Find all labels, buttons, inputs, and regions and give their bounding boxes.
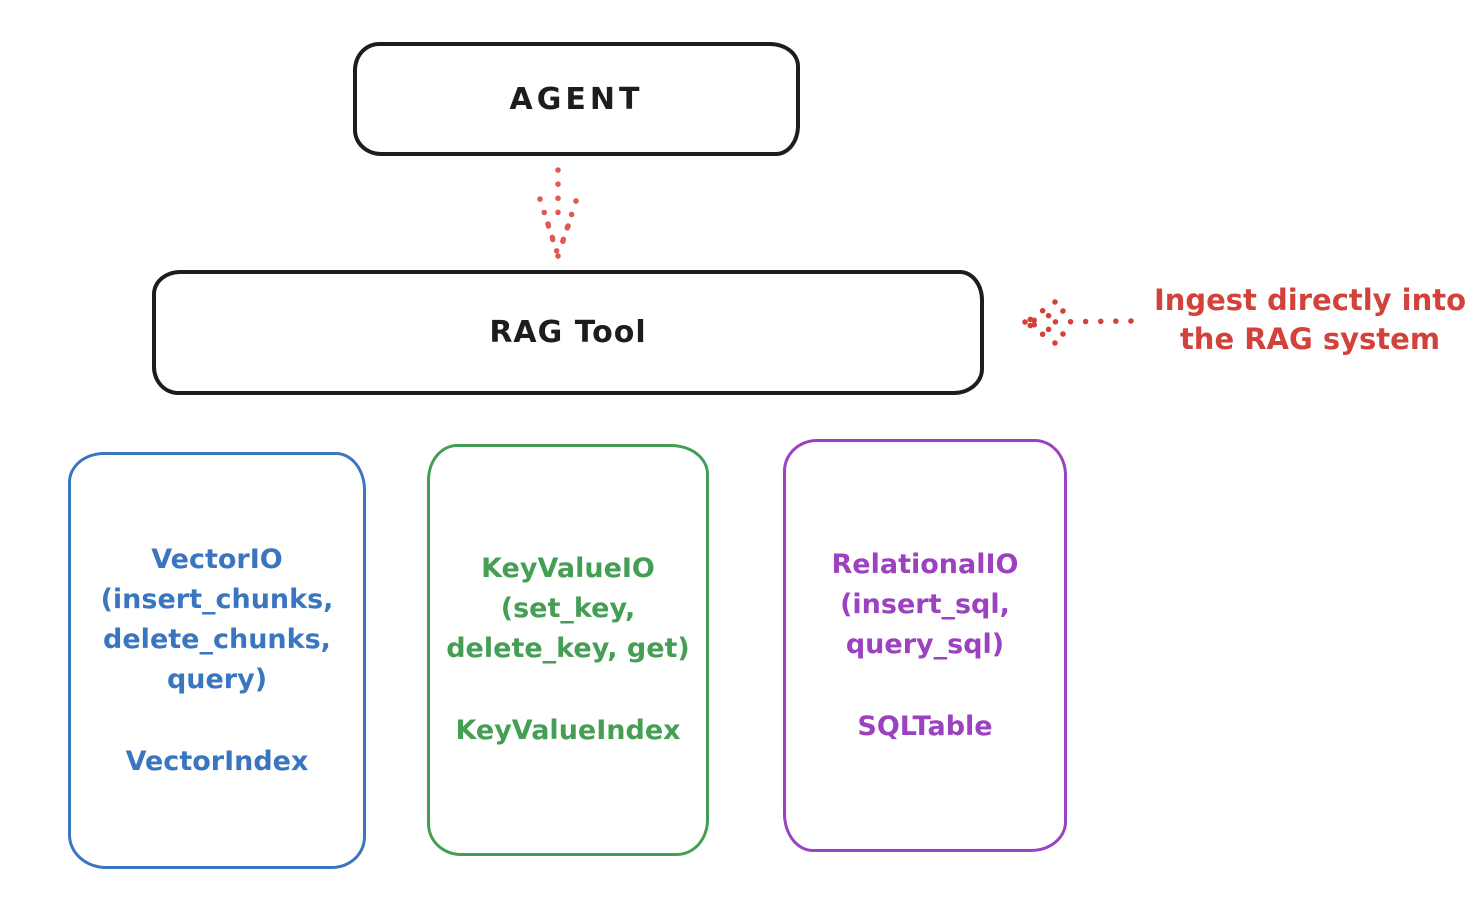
relational-io-line: query_sql) — [845, 628, 1005, 660]
keyvalue-io-functions: KeyValueIO (set_key, delete_key, get) — [446, 549, 690, 669]
ingest-annotation-line1: Ingest directly into — [1153, 283, 1467, 317]
vector-io-line: (insert_chunks, — [100, 583, 334, 615]
vector-io-line: query) — [166, 663, 268, 695]
relational-io-functions: RelationalIO (insert_sql, query_sql) — [832, 545, 1019, 665]
keyvalue-io-line: KeyValueIO — [481, 553, 655, 584]
agent-node: AGENT — [353, 42, 800, 156]
vector-io-functions: VectorIO (insert_chunks, delete_chunks, … — [101, 540, 334, 700]
ingest-annotation-line2: the RAG system — [1179, 322, 1441, 356]
agent-to-rag-tool-arrow — [537, 167, 579, 259]
sql-table-label: SQLTable — [857, 710, 993, 742]
ingest-annotation: Ingest directly into the RAG system — [1135, 281, 1484, 359]
keyvalue-io-line: delete_key, get) — [446, 633, 690, 664]
relational-io-node: RelationalIO (insert_sql, query_sql) SQL… — [783, 439, 1067, 852]
keyvalue-io-line: (set_key, — [500, 593, 636, 624]
vector-io-node: VectorIO (insert_chunks, delete_chunks, … — [68, 452, 366, 869]
vector-io-line: delete_chunks, — [103, 623, 331, 655]
vector-io-line: VectorIO — [151, 543, 283, 575]
agent-node-label: AGENT — [509, 81, 644, 117]
relational-io-line: RelationalIO — [831, 548, 1019, 580]
vector-index-label: VectorIndex — [125, 745, 309, 777]
ingest-arrow — [1022, 299, 1134, 346]
keyvalue-index-label: KeyValueIndex — [455, 715, 681, 746]
rag-tool-node-label: RAG Tool — [489, 315, 647, 350]
rag-tool-node: RAG Tool — [152, 270, 984, 395]
keyvalue-io-node: KeyValueIO (set_key, delete_key, get) Ke… — [427, 444, 709, 856]
relational-io-line: (insert_sql, — [840, 588, 1010, 620]
